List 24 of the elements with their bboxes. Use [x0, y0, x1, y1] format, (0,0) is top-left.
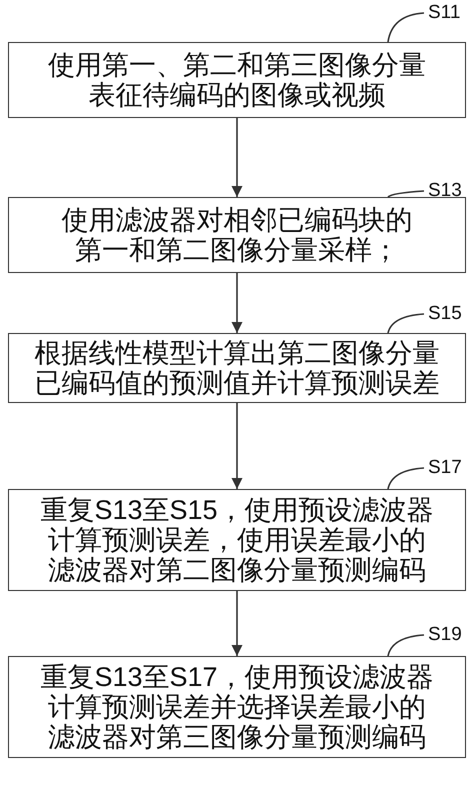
step-text: 使用第一、第二和第三图像分量表征待编码的图像或视频	[46, 50, 427, 110]
step-number: S13	[428, 180, 462, 202]
leader-line	[387, 313, 424, 334]
process-box	[8, 197, 466, 273]
step-text: 使用滤波器对相邻已编码块的第一和第二图像分量采样；	[60, 205, 414, 265]
step-number: S17	[428, 457, 462, 479]
step-text: 重复S13至S17，使用预设滤波器计算预测误差并选择误差最小的滤波器对第三图像分量预测编码	[39, 662, 435, 752]
step-number: S15	[428, 303, 462, 325]
leader-line	[387, 12, 424, 42]
arrow	[231, 273, 243, 333]
arrow	[231, 591, 243, 656]
step-number: S19	[428, 624, 462, 646]
arrow	[231, 403, 243, 489]
leader-line	[387, 467, 424, 490]
leader-line	[387, 634, 424, 656]
leader-line	[388, 190, 424, 198]
step-number: S11	[428, 2, 460, 24]
step-text: 重复S13至S15，使用预设滤波器计算预测误差，使用误差最小的滤波器对第二图像分量预测编码	[39, 495, 435, 585]
arrow	[231, 118, 243, 197]
process-box	[8, 656, 466, 758]
process-box	[8, 489, 466, 591]
process-box	[8, 333, 466, 403]
process-box	[8, 42, 466, 118]
step-text: 根据线性模型计算出第二图像分量已编码值的预测值并计算预测误差	[34, 338, 440, 398]
